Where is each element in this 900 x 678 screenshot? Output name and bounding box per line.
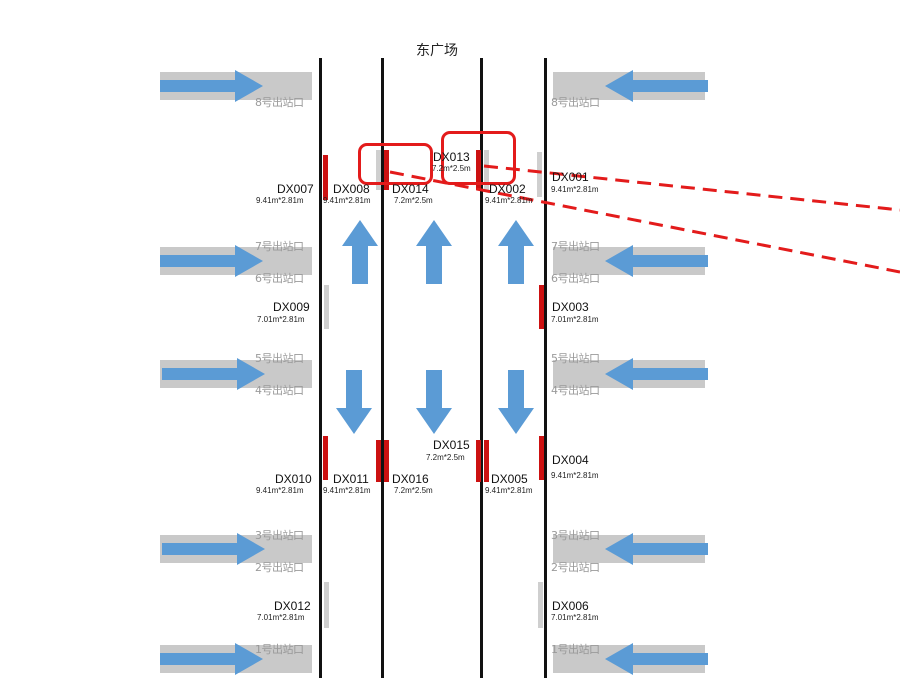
spot-id: DX011 (333, 472, 369, 486)
spot-id: DX004 (552, 453, 589, 467)
arrow-left-icon (605, 643, 708, 675)
exit-label: 6号出站口 (551, 272, 600, 285)
spot-id: DX005 (491, 472, 528, 486)
ad-panel-dx010[interactable] (323, 436, 328, 480)
spot-dim: 7.01m*2.81m (257, 315, 305, 324)
arrow-up-icon (498, 220, 534, 284)
spot-id: DX002 (489, 182, 526, 196)
spot-dim: 9.41m*2.81m (551, 471, 599, 480)
spot-id: DX008 (333, 182, 370, 196)
exit-label: 4号出站口 (551, 384, 600, 397)
spot-dim: 7.01m*2.81m (257, 613, 305, 622)
exit-label: 8号出站口 (551, 96, 600, 109)
arrow-left-icon (605, 358, 708, 390)
ad-panel-dx005[interactable] (484, 440, 489, 482)
spot-id: DX014 (392, 182, 429, 196)
spot-dim: 7.01m*2.81m (551, 315, 599, 324)
corridor-wall-1 (319, 58, 322, 678)
arrow-right-icon (162, 533, 265, 565)
exit-label: 3号出站口 (551, 529, 600, 542)
exit-label: 5号出站口 (551, 352, 600, 365)
arrow-right-icon (160, 70, 263, 102)
ad-panel-dx006[interactable] (538, 582, 543, 628)
arrow-down-icon (416, 370, 452, 434)
arrow-right-icon (160, 643, 263, 675)
exit-label: 3号出站口 (255, 529, 304, 542)
spot-dim: 9.41m*2.81m (256, 486, 304, 495)
exit-label: 5号出站口 (255, 352, 304, 365)
ad-panel-dx004[interactable] (539, 436, 544, 480)
spot-id: DX012 (274, 599, 311, 613)
ad-panel-dx015[interactable] (476, 440, 481, 482)
exit-label: 1号出站口 (255, 643, 304, 656)
spot-id: DX001 (552, 170, 589, 184)
arrow-left-icon (605, 70, 708, 102)
spot-dim: 9.41m*2.81m (485, 486, 533, 495)
arrow-down-icon (336, 370, 372, 434)
spot-dim: 9.41m*2.81m (551, 185, 599, 194)
spot-id: DX009 (273, 300, 310, 314)
exit-label: 7号出站口 (551, 240, 600, 253)
spot-id: DX010 (275, 472, 312, 486)
corridor-wall-3 (480, 58, 483, 678)
ad-panel-dx001[interactable] (537, 152, 542, 197)
ad-panel-dx013[interactable] (476, 150, 481, 190)
exit-label: 2号出站口 (255, 561, 304, 574)
ad-panel-dx014[interactable] (384, 150, 389, 190)
arrow-right-icon (160, 245, 263, 277)
arrow-left-icon (605, 245, 708, 277)
arrow-down-icon (498, 370, 534, 434)
spot-id: DX013 (433, 150, 470, 164)
spot-id: DX016 (392, 472, 429, 486)
ad-panel-dx012[interactable] (324, 582, 329, 628)
spot-dim: 9.41m*2.81m (323, 486, 371, 495)
callout-line (389, 170, 900, 274)
ad-panel-dx008[interactable] (376, 150, 381, 190)
highlight-box-dx013 (441, 131, 516, 185)
spot-dim: 7.2m*2.5m (394, 196, 433, 205)
spot-dim: 7.2m*2.5m (394, 486, 433, 495)
ad-panel-dx002[interactable] (484, 150, 489, 190)
ad-panel-dx011[interactable] (376, 440, 381, 482)
arrow-right-icon (162, 358, 265, 390)
exit-label: 1号出站口 (551, 643, 600, 656)
callout-line (483, 164, 900, 212)
spot-dim: 7.2m*2.5m (426, 453, 465, 462)
arrow-up-icon (416, 220, 452, 284)
ad-panel-dx003[interactable] (539, 285, 544, 329)
ad-panel-dx009[interactable] (324, 285, 329, 329)
spot-dim: 7.01m*2.81m (551, 613, 599, 622)
ad-panel-dx016[interactable] (384, 440, 389, 482)
exit-label: 7号出站口 (255, 240, 304, 253)
spot-dim: 9.41m*2.81m (485, 196, 533, 205)
highlight-box-dx014 (358, 143, 433, 185)
spot-id: DX006 (552, 599, 589, 613)
spot-id: DX007 (277, 182, 314, 196)
spot-dim: 9.41m*2.81m (323, 196, 371, 205)
exit-label: 8号出站口 (255, 96, 304, 109)
exit-label: 4号出站口 (255, 384, 304, 397)
spot-dim: 9.41m*2.81m (256, 196, 304, 205)
spot-id: DX015 (433, 438, 470, 452)
exit-label: 2号出站口 (551, 561, 600, 574)
diagram-title: 东广场 (416, 43, 458, 59)
corridor-wall-2 (381, 58, 384, 678)
arrow-left-icon (605, 533, 708, 565)
exit-label: 6号出站口 (255, 272, 304, 285)
arrow-up-icon (342, 220, 378, 284)
ad-panel-dx007[interactable] (323, 155, 328, 200)
spot-dim: 7.2m*2.5m (432, 164, 471, 173)
spot-id: DX003 (552, 300, 589, 314)
corridor-wall-4 (544, 58, 547, 678)
